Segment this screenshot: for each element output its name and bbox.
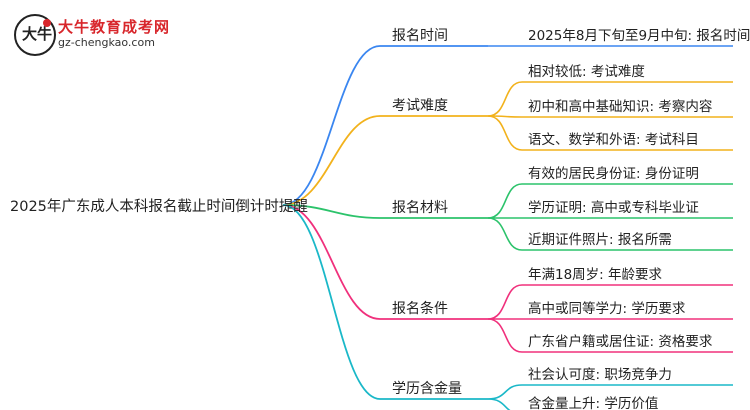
mindmap-nodes: 2025年广东成人本科报名截止时间倒计时提醒 报名时间 2025年8月下旬至9月中旬… [10,28,750,410]
branch-link-5 [282,204,488,400]
leaf-link-5-1 [487,384,733,400]
leaf-link-2-2 [487,115,733,118]
leaf-link-3-3 [487,217,733,251]
leaf-label-1-1: 2025年8月下旬至9月中旬: 报名时间 [528,28,750,44]
branch-label-4: 报名条件 [392,300,448,317]
leaf-label-3-1: 有效的居民身份证: 身份证明 [528,166,699,182]
leaf-label-4-2: 高中或同等学力: 学历要求 [528,300,686,317]
site-logo[interactable]: 大牛 大牛教育成考网 gz-chengkao.com [14,14,224,56]
leaf-link-2-1 [487,81,733,117]
branch-label-1: 报名时间 [392,28,448,44]
branch-label-2: 考试难度 [392,98,448,114]
leaf-label-3-2: 学历证明: 高中或专科毕业证 [528,199,699,216]
mindmap-links [282,45,733,410]
branch-link-4 [282,204,488,320]
logo-mark: 大牛 [22,25,53,43]
leaf-label-3-3: 近期证件照片: 报名所需 [528,232,672,248]
leaf-link-4-1 [487,284,733,320]
logo-site-url: gz-chengkao.com [58,36,155,49]
leaf-link-5-2 [487,398,511,410]
root-node-label: 2025年广东成人本科报名截止时间倒计时提醒 [10,198,308,215]
logo-site-name: 大牛教育成考网 [58,18,171,36]
leaf-link-4-3 [487,318,733,353]
branch-link-2 [282,115,488,206]
leaf-label-2-2: 初中和高中基础知识: 考察内容 [528,98,712,115]
leaf-link-2-3 [487,115,733,151]
branch-link-1 [282,45,488,206]
leaf-label-5-2: 含金量上升: 学历价值 [528,396,658,410]
logo-badge-icon: 大牛 [14,14,56,56]
leaf-label-5-1: 社会认可度: 职场竞争力 [528,366,672,383]
leaf-label-4-3: 广东省户籍或居住证: 资格要求 [528,333,713,350]
leaf-label-2-1: 相对较低: 考试难度 [528,64,645,80]
branch-link-3 [282,204,488,219]
leaf-link-3-1 [487,183,733,219]
logo-accent-dot [43,19,51,27]
leaf-label-4-1: 年满18周岁: 年龄要求 [528,267,663,283]
leaf-label-2-3: 语文、数学和外语: 考试科目 [528,132,699,148]
branch-label-3: 报名材料 [392,200,448,216]
branch-label-5: 学历含金量 [392,381,462,397]
